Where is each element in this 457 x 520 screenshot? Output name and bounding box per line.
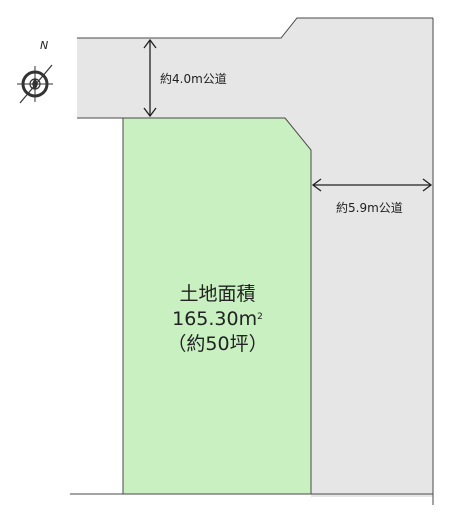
- lot-area-title: 土地面積: [179, 283, 256, 305]
- lot-area-value-line: 165.30m2: [130, 307, 305, 332]
- north-road-label: 約4.0m公道: [160, 72, 227, 86]
- lot-parcel: [122, 117, 312, 495]
- lot-area-value: 165.30: [172, 308, 239, 330]
- compass-north-label: N: [40, 39, 49, 52]
- road-north-edge: [77, 17, 433, 39]
- east-road-label: 約5.9m公道: [336, 201, 403, 215]
- lot-area-tsubo: （約50坪）: [167, 333, 268, 355]
- lot-area-unit: m: [238, 308, 258, 330]
- lot-area-unit-sup: 2: [257, 312, 263, 322]
- lot-area-text: 土地面積 165.30m2 （約50坪）: [130, 282, 305, 357]
- north-arrow-compass-icon: [17, 64, 53, 104]
- road-north: [77, 18, 433, 497]
- east-road-dimension: [311, 178, 433, 192]
- north-road-dimension: [143, 38, 157, 118]
